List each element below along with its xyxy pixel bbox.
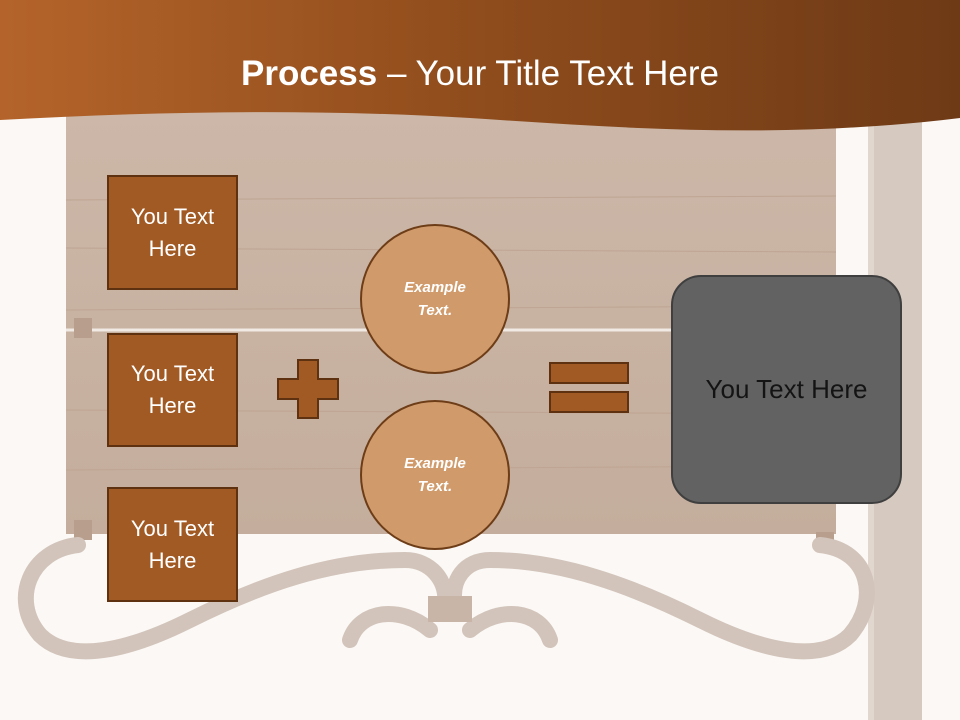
input-box-1[interactable]: You Text Here bbox=[107, 175, 238, 290]
equals-icon bbox=[549, 362, 629, 413]
input-box-label: You Text Here bbox=[130, 515, 215, 573]
result-box[interactable]: You Text Here bbox=[671, 275, 902, 504]
plus-icon bbox=[277, 359, 339, 419]
title-banner bbox=[0, 0, 960, 131]
input-box-2[interactable]: You Text Here bbox=[107, 333, 238, 447]
input-box-label: You Text Here bbox=[130, 361, 215, 418]
title-bold-text: Process bbox=[241, 54, 378, 93]
circle-label: Example Text. bbox=[404, 455, 466, 495]
example-circle-top[interactable]: Example Text. bbox=[360, 224, 510, 374]
page-title: Process – Your Title Text Here bbox=[0, 52, 960, 96]
title-rest-text: – Your Title Text Here bbox=[377, 54, 719, 93]
circle-label: Example Text. bbox=[404, 279, 466, 319]
input-box-3[interactable]: You Text Here bbox=[107, 487, 238, 602]
result-box-label: You Text Here bbox=[705, 374, 868, 404]
iron-scrollwork bbox=[17, 537, 875, 660]
example-circle-bottom[interactable]: Example Text. bbox=[360, 400, 510, 550]
input-box-label: You Text Here bbox=[130, 203, 215, 261]
